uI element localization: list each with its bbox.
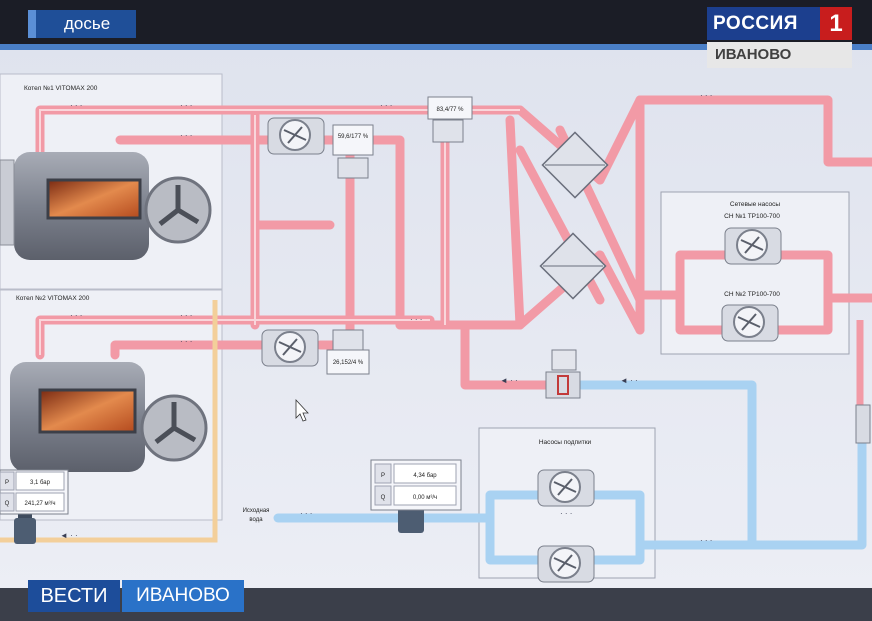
sensor-box-top-left[interactable] — [332, 124, 374, 156]
return-pipe — [0, 300, 218, 543]
source-water-label-2: вода — [249, 517, 263, 523]
channel-name: РОССИЯ — [713, 13, 798, 34]
sensor-value-lower: 26,152/4 % — [333, 360, 364, 366]
mid-readout-q-value: 0,00 м³/ч — [413, 495, 437, 501]
svg-text:◄ · ·: ◄ · · — [60, 531, 78, 540]
heat-exchanger-lower[interactable] — [539, 232, 607, 300]
boiler1-title: Котел №1 VITOMAX 200 — [24, 85, 98, 92]
svg-text:◄ · ·: ◄ · · — [620, 376, 638, 385]
left-readout-p-value: 3,1 бар — [30, 480, 51, 486]
right-gauge — [855, 404, 871, 444]
svg-text:· · ·: · · · — [410, 315, 422, 324]
svg-text:· · ·: · · · — [180, 101, 192, 110]
feed-pump-2[interactable] — [537, 545, 595, 583]
source-water-label-1: Исходная — [243, 508, 270, 514]
network-pump1-label: СН №1 TP100-700 — [724, 213, 780, 220]
sensor-value-top-left: 59,6/177 % — [338, 134, 369, 140]
svg-text:· · ·: · · · — [380, 101, 392, 110]
network-pump-1[interactable] — [724, 227, 782, 265]
network-pumps-title: Сетевые насосы — [730, 201, 781, 208]
channel-number: 1 — [820, 7, 852, 40]
network-pump-2[interactable] — [721, 304, 779, 342]
svg-text:· · ·: · · · — [300, 509, 312, 518]
heat-exchanger-upper[interactable] — [541, 131, 609, 199]
mouse-cursor-icon — [295, 398, 309, 422]
svg-text:· · ·: · · · — [70, 311, 82, 320]
flow-meter[interactable] — [545, 349, 581, 399]
svg-text:◄ · ·: ◄ · · — [500, 376, 518, 385]
boiler2-title: Котел №2 VITOMAX 200 — [16, 295, 90, 302]
channel-logo: РОССИЯ 1 ИВАНОВО — [707, 7, 852, 69]
pump-lower[interactable] — [261, 329, 319, 367]
mid-readout-p-value: 4,34 бар — [413, 473, 437, 479]
boiler-2[interactable] — [10, 362, 208, 472]
svg-text:· · ·: · · · — [560, 509, 572, 518]
mid-readout-p-label: P — [381, 473, 385, 479]
svg-text:· · ·: · · · — [70, 101, 82, 110]
mid-readout-q-label: Q — [381, 495, 386, 501]
svg-text:· · ·: · · · — [180, 131, 192, 140]
sensor-value-top-mid: 83,4/77 % — [436, 107, 464, 113]
boiler-1[interactable] — [0, 152, 212, 260]
svg-text:· · ·: · · · — [180, 311, 192, 320]
channel-logo-bar: РОССИЯ 1 — [707, 7, 852, 40]
dossier-label: досье — [64, 14, 111, 33]
svg-text:· · ·: · · · — [700, 536, 712, 545]
left-readout-p-label: P — [5, 480, 9, 486]
mid-readout: P 4,34 бар Q 0,00 м³/ч — [370, 459, 462, 511]
sensor-box-top-mid[interactable] — [427, 96, 473, 120]
svg-text:· · ·: · · · — [180, 337, 192, 346]
left-readout: P 3,1 бар Q 241,27 м³/ч — [0, 469, 69, 515]
channel-city: ИВАНОВО — [707, 42, 852, 68]
news-logo: ВЕСТИ ИВАНОВО — [28, 580, 244, 612]
left-readout-q-label: Q — [5, 501, 10, 507]
pump-upper[interactable] — [267, 117, 325, 155]
left-readout-q-value: 241,27 м³/ч — [25, 501, 56, 507]
feed-pumps-title: Насосы подпитки — [539, 439, 592, 446]
news-city: ИВАНОВО — [122, 580, 244, 612]
news-brand: ВЕСТИ — [28, 580, 120, 612]
network-pump2-label: СН №2 TP100-700 — [724, 291, 780, 298]
dossier-tag: досье — [28, 10, 136, 38]
svg-text:· · ·: · · · — [700, 91, 712, 100]
feed-pump-1[interactable] — [537, 469, 595, 507]
